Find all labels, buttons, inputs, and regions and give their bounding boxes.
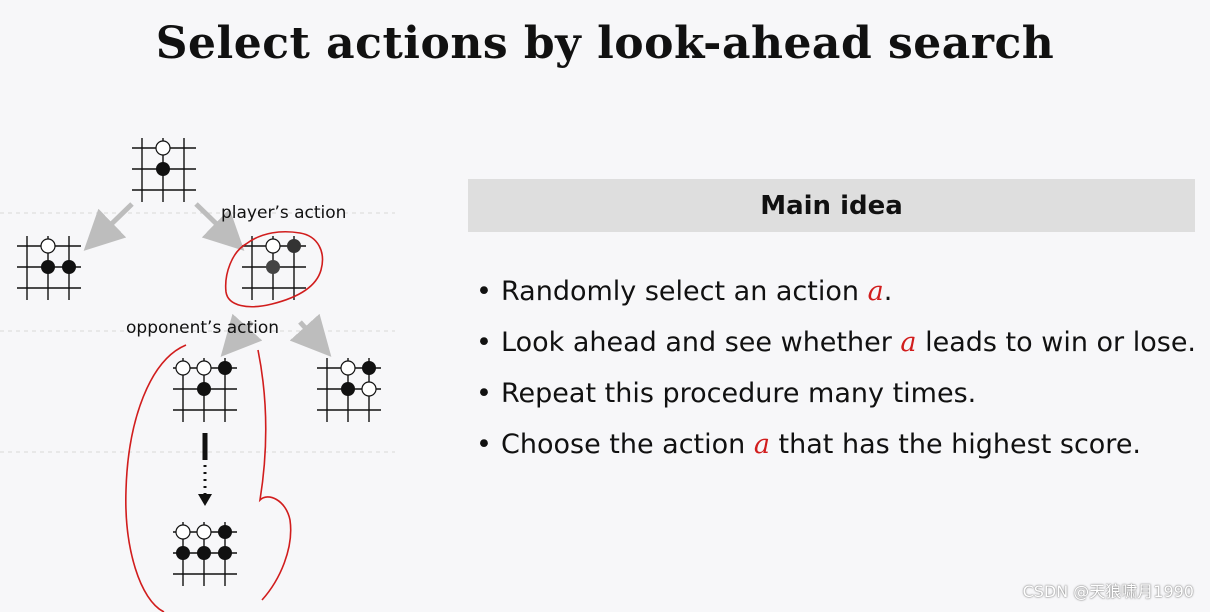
action-variable: a xyxy=(753,429,770,460)
white-stone xyxy=(196,524,212,540)
action-variable: a xyxy=(900,327,917,358)
opponent-action-label: opponent’s action xyxy=(126,318,280,338)
black-stone xyxy=(362,361,376,375)
slide-title: Select actions by look-ahead search xyxy=(155,18,1055,69)
look-ahead-tree-diagram xyxy=(0,138,395,612)
black-stone xyxy=(218,546,232,560)
white-stone xyxy=(40,238,56,254)
root-board xyxy=(132,138,196,202)
arrow-to-opponent-right xyxy=(289,313,332,357)
bullet-dot: • xyxy=(476,327,492,358)
white-stone xyxy=(155,140,171,156)
black-stone xyxy=(341,382,355,396)
black-stone xyxy=(176,546,190,560)
opponent-right-board xyxy=(317,358,381,422)
black-stone xyxy=(156,162,170,176)
black-stone xyxy=(197,382,211,396)
terminal-board xyxy=(173,522,237,586)
left-child-board xyxy=(17,236,81,300)
bullet-item: •Choose the action a that has the highes… xyxy=(476,425,1196,464)
black-stone xyxy=(266,260,280,274)
player-action-board xyxy=(242,236,306,300)
black-stone xyxy=(287,239,301,253)
watermark: CSDN @天狼啸月1990 xyxy=(1022,582,1194,601)
rollout-arrowhead xyxy=(198,494,212,506)
red-rollout-loop xyxy=(125,344,292,612)
main-idea-header: Main idea xyxy=(468,179,1195,232)
bullet-dot: • xyxy=(476,378,492,409)
bullet-item: •Repeat this procedure many times. xyxy=(476,374,1196,413)
bullet-dot: • xyxy=(476,276,492,307)
arrow-to-right-child xyxy=(194,202,245,251)
white-stone xyxy=(175,360,191,376)
white-stone xyxy=(340,360,356,376)
white-stone xyxy=(175,524,191,540)
arrow-to-opponent-left xyxy=(220,313,263,357)
action-variable: a xyxy=(867,276,884,307)
black-stone xyxy=(218,525,232,539)
arrow-to-left-child xyxy=(83,202,134,251)
player-action-label: player’s action xyxy=(221,203,347,223)
bullet-item: •Randomly select an action a. xyxy=(476,272,1196,311)
white-stone xyxy=(361,381,377,397)
main-idea-heading: Main idea xyxy=(760,190,903,221)
bullet-dot: • xyxy=(476,429,492,460)
black-stone xyxy=(62,260,76,274)
white-stone xyxy=(196,360,212,376)
opponent-left-board xyxy=(173,358,237,422)
black-stone xyxy=(197,546,211,560)
main-idea-list: •Randomly select an action a. •Look ahea… xyxy=(476,272,1196,476)
black-stone xyxy=(41,260,55,274)
white-stone xyxy=(265,238,281,254)
black-stone xyxy=(218,361,232,375)
red-highlight-circle xyxy=(224,230,324,308)
bullet-item: •Look ahead and see whether a leads to w… xyxy=(476,323,1196,362)
